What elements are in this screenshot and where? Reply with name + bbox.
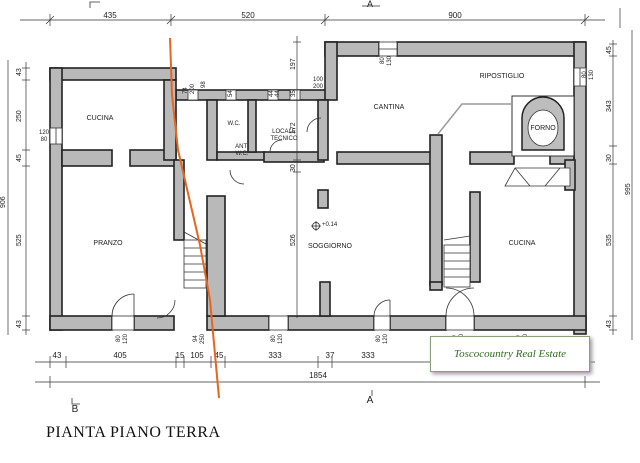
- section-b-top-marker: [89, 1, 100, 8]
- dim-80b: 80: [582, 71, 588, 78]
- top-dimension-line: [20, 8, 621, 28]
- room-cucina-left: CUCINA: [87, 115, 114, 122]
- dim-520: 520: [241, 11, 255, 20]
- room-anti-wc-1: ANTI: [235, 144, 249, 150]
- dim-left-total: 906: [0, 196, 7, 208]
- dim-35: 35: [291, 90, 297, 97]
- dim-94: 94: [193, 335, 199, 342]
- right-staircase: [443, 235, 471, 288]
- dim-bottom-45: 45: [215, 351, 224, 360]
- dim-left-45: 45: [16, 154, 23, 162]
- room-soggiorno: SOGGIORNO: [308, 243, 353, 250]
- dim-120b: 120: [123, 333, 129, 344]
- room-locale-tecnico-2: TECNICO: [271, 136, 298, 142]
- dim-bottom-37: 37: [326, 351, 335, 360]
- dim-bottom-15: 15: [176, 351, 185, 360]
- dim-44b: 44: [275, 90, 281, 97]
- dim-172: 172: [290, 122, 297, 134]
- section-a-top: A: [367, 0, 373, 9]
- interior-walls: [61, 79, 576, 317]
- dim-526: 526: [290, 234, 297, 246]
- dim-200b: 200: [313, 84, 324, 90]
- dim-130b: 130: [589, 69, 595, 80]
- section-b-bottom-marker: [71, 398, 80, 405]
- level-mark: +0.14: [322, 222, 338, 228]
- dim-130a: 130: [387, 55, 393, 66]
- dim-80f: 80: [376, 335, 382, 342]
- dim-54: 54: [228, 90, 234, 97]
- room-pranzo: PRANZO: [93, 240, 123, 247]
- dim-right-45: 45: [606, 46, 613, 54]
- dim-120a: 120: [39, 130, 50, 136]
- room-wc: W.C.: [228, 121, 241, 127]
- room-ripostiglio: RIPOSTIGLIO: [480, 73, 525, 80]
- dim-right-43: 43: [606, 320, 613, 328]
- dim-197: 197: [290, 58, 297, 70]
- door-swings: [111, 117, 475, 319]
- dim-30: 30: [290, 164, 297, 172]
- window-markers: [49, 41, 587, 331]
- dim-right-535: 535: [606, 234, 613, 246]
- left-dimension-line: [7, 60, 30, 335]
- dim-80a: 80: [380, 57, 386, 64]
- dim-900: 900: [448, 11, 462, 20]
- section-b-bottom: B: [72, 404, 79, 415]
- orange-cut-line: [169, 37, 220, 399]
- right-dimension-line: [609, 30, 633, 340]
- dim-80e: 80: [271, 335, 277, 342]
- dim-250: 250: [200, 333, 206, 344]
- dim-200a: 200: [190, 83, 196, 94]
- dim-left-525: 525: [16, 234, 23, 246]
- drawing-title: PIANTA PIANO TERRA: [46, 424, 221, 441]
- dim-right-343: 343: [606, 100, 613, 112]
- dim-80c: 80: [41, 137, 48, 143]
- room-anti-wc-2: W.C.: [236, 151, 249, 157]
- dim-left-43b: 43: [16, 320, 23, 328]
- dim-120d: 120: [383, 333, 389, 344]
- section-a-bottom: A: [367, 395, 374, 406]
- dim-right-total: 995: [625, 183, 632, 195]
- dim-bottom-333a: 333: [268, 351, 282, 360]
- room-cucina-right: CUCINA: [509, 240, 536, 247]
- dim-right-30: 30: [606, 154, 613, 162]
- room-locale-tecnico-1: LOCALE: [272, 129, 296, 135]
- dim-100: 100: [313, 77, 324, 83]
- dim-435: 435: [103, 11, 117, 20]
- forno-oven: [504, 95, 575, 187]
- dim-80d: 80: [116, 335, 122, 342]
- room-cantina: CANTINA: [374, 104, 405, 111]
- dim-74: 74: [183, 87, 189, 94]
- dim-bottom-405: 405: [113, 351, 127, 360]
- dim-bottom-333b: 333: [361, 351, 375, 360]
- dim-left-250: 250: [16, 110, 23, 122]
- dim-bottom-total: 1854: [309, 371, 327, 380]
- dim-44a: 44: [269, 90, 275, 97]
- grey-pointer-line: [437, 103, 512, 135]
- dim-bottom-105: 105: [190, 351, 204, 360]
- dim-120c: 120: [278, 333, 284, 344]
- watermark-logo: Toscocountry Real Estate: [430, 336, 590, 372]
- room-forno: FORNO: [530, 125, 556, 132]
- dim-left-43a: 43: [16, 68, 23, 76]
- dim-98: 98: [201, 81, 207, 88]
- dim-bottom-43: 43: [53, 351, 62, 360]
